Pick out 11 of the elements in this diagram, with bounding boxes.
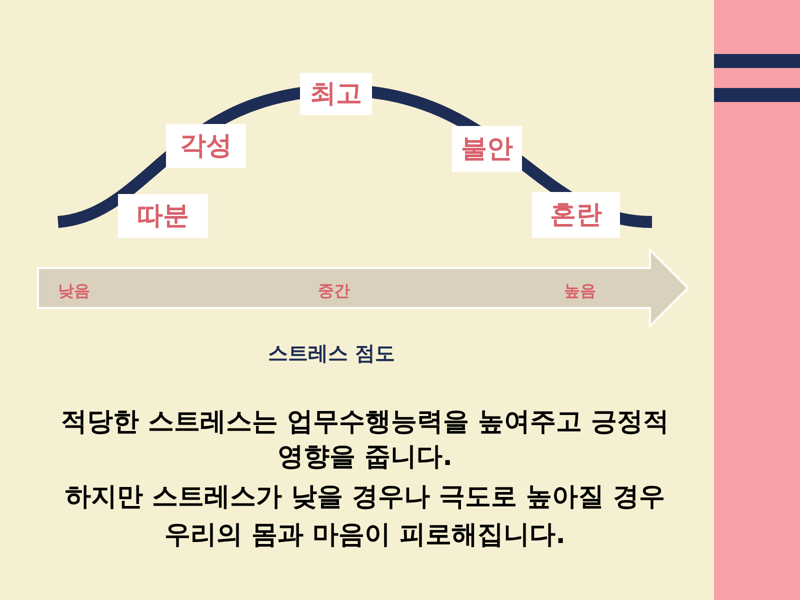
paragraph: 적당한 스트레스는 업무수행능력을 높여주고 긍정적 영향을 줍니다. [60,406,670,474]
stage-label-box: 혼란 [532,192,620,238]
axis-label: 중간 [318,280,350,302]
stage-label-box: 최고 [300,73,372,115]
axis-label: 높음 [564,280,596,302]
stage-label-box: 불안 [452,126,522,172]
axis-label: 낮음 [58,280,90,302]
stage-label-box: 따분 [118,194,208,238]
axis-title: 스트레스 점도 [268,340,395,367]
paragraph: 하지만 스트레스가 낮을 경우나 극도로 높아질 경우 우리의 몸과 마음이 피로해집니다. [64,481,666,552]
stage-label-box: 각성 [166,124,246,168]
